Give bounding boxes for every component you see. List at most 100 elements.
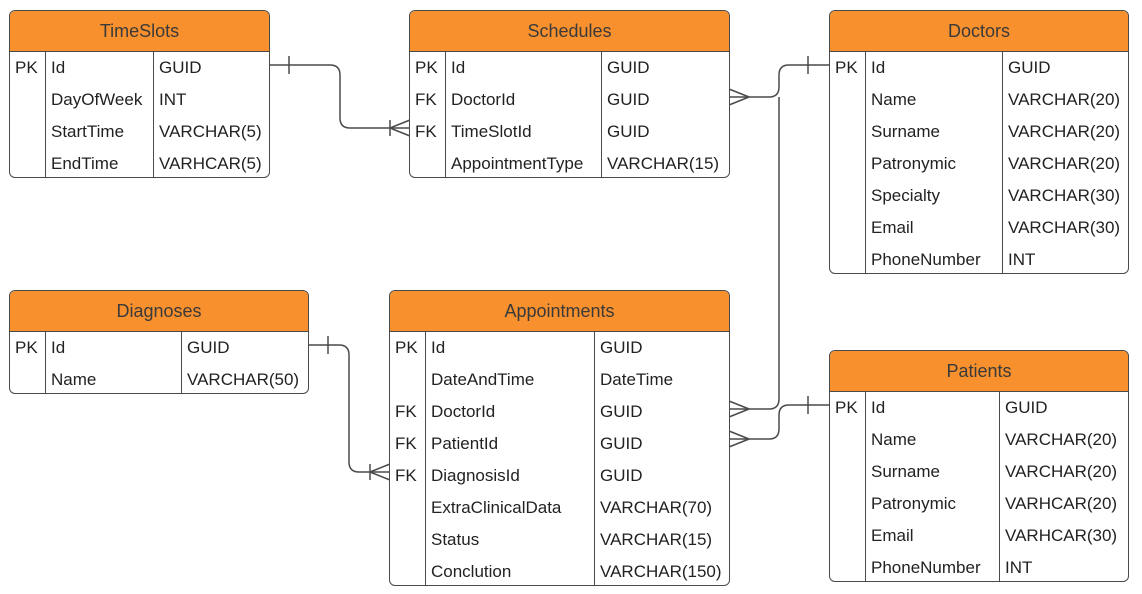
key-label: PK <box>415 58 438 77</box>
field-name: Name <box>51 370 97 389</box>
field-name: DateAndTime <box>431 370 535 389</box>
field-name: AppointmentType <box>451 154 584 173</box>
field-type: GUID <box>600 434 643 453</box>
field-name: Id <box>51 58 66 77</box>
connector-diagnoses-appointments <box>309 336 391 481</box>
field-type: VARCHAR(30) <box>1008 186 1121 205</box>
field-name: StartTime <box>51 122 125 141</box>
field-name: PatientId <box>431 434 499 453</box>
field-row: PK Id GUID <box>10 52 269 84</box>
field-type: GUID <box>607 90 650 109</box>
field-row: DateAndTime DateTime <box>390 364 729 396</box>
field-row: Name VARCHAR(50) <box>10 364 308 393</box>
field-row: Patronymic VARHCAR(20) <box>830 488 1128 520</box>
key-label: PK <box>15 58 38 77</box>
field-name: PhoneNumber <box>871 558 981 577</box>
key-label: FK <box>395 434 417 453</box>
field-name: Specialty <box>871 186 940 205</box>
field-row: Conclution VARCHAR(150) <box>390 556 729 585</box>
field-type: INT <box>159 90 187 109</box>
field-type: VARHCAR(20) <box>1005 494 1118 513</box>
field-type: DateTime <box>600 370 674 389</box>
entity-fields: PK Id GUID DayOfWeek INT StartTime VARCHAR(5… <box>10 52 269 177</box>
field-type: GUID <box>600 338 643 357</box>
field-type: VARCHAR(5) <box>159 122 262 141</box>
field-name: DiagnosisId <box>431 466 520 485</box>
field-type: GUID <box>1008 58 1051 77</box>
field-type: VARCHAR(20) <box>1008 90 1121 109</box>
field-row: FK DoctorId GUID <box>410 84 729 116</box>
field-type: VARCHAR(20) <box>1008 122 1121 141</box>
field-row: FK TimeSlotId GUID <box>410 116 729 148</box>
field-row: Specialty VARCHAR(30) <box>830 180 1128 212</box>
field-type: GUID <box>607 58 650 77</box>
entity-timeslots[interactable]: TimeSlots PK Id GUID DayOfWeek INT StartTim… <box>9 10 270 178</box>
entity-title: TimeSlots <box>10 11 269 52</box>
connector-doctors-schedules <box>728 56 829 106</box>
field-row: Surname VARCHAR(20) <box>830 116 1128 148</box>
field-type: GUID <box>187 338 230 357</box>
key-label: PK <box>835 58 858 77</box>
field-name: Conclution <box>431 562 512 581</box>
entity-title: Diagnoses <box>10 291 308 332</box>
field-name: Id <box>871 58 886 77</box>
field-type: VARCHAR(20) <box>1008 154 1121 173</box>
key-label: FK <box>415 122 437 141</box>
field-name: Id <box>431 338 446 357</box>
key-label: PK <box>835 398 858 417</box>
field-type: GUID <box>159 58 202 77</box>
field-name: Id <box>51 338 66 357</box>
entity-title: Patients <box>830 351 1128 392</box>
key-label: FK <box>395 466 417 485</box>
key-label: FK <box>415 90 437 109</box>
field-name: DayOfWeek <box>51 90 143 109</box>
entity-title: Schedules <box>410 11 729 52</box>
field-type: VARHCAR(5) <box>159 154 262 173</box>
field-type: VARCHAR(50) <box>187 370 300 389</box>
field-name: TimeSlotId <box>451 122 532 141</box>
field-type: VARCHAR(150) <box>600 562 722 581</box>
field-name: Patronymic <box>871 494 957 513</box>
field-name: Id <box>871 398 886 417</box>
entity-title: Doctors <box>830 11 1128 52</box>
field-name: Patronymic <box>871 154 957 173</box>
field-row: PK Id GUID <box>830 52 1128 84</box>
field-type: VARCHAR(20) <box>1005 462 1118 481</box>
field-type: VARHCAR(30) <box>1005 526 1118 545</box>
field-type: INT <box>1008 250 1036 269</box>
field-row: PK Id GUID <box>390 332 729 364</box>
key-label: PK <box>395 338 418 357</box>
field-type: GUID <box>600 402 643 421</box>
field-name: DoctorId <box>431 402 496 421</box>
field-name: Surname <box>871 122 940 141</box>
field-type: GUID <box>607 122 650 141</box>
field-row: PK Id GUID <box>410 52 729 84</box>
field-row: DayOfWeek INT <box>10 84 269 116</box>
field-name: Id <box>451 58 466 77</box>
field-name: DoctorId <box>451 90 516 109</box>
